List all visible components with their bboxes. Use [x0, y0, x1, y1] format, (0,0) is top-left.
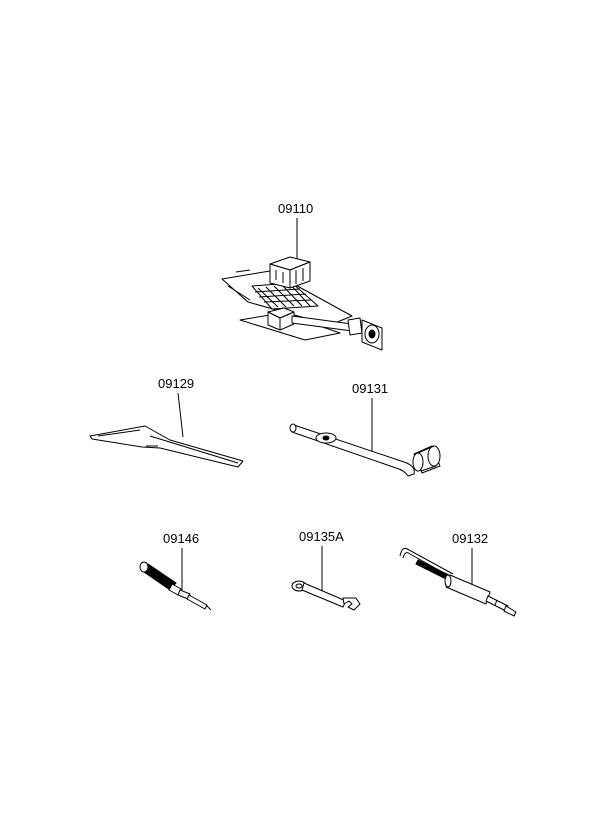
wheel-wrench-drawing — [289, 423, 441, 477]
part-spanner[interactable]: 09135A — [291, 529, 361, 611]
part-screwdriver[interactable]: 09146 — [139, 531, 212, 611]
spanner-drawing — [291, 580, 361, 611]
part-wheel-wrench[interactable]: 09131 — [289, 381, 441, 477]
jack-handle-drawing — [89, 425, 244, 468]
part-label-jack: 09110 — [278, 201, 313, 216]
part-label-spanner: 09135A — [299, 529, 344, 544]
part-label-jack-handle: 09129 — [158, 376, 194, 391]
screwdriver-drawing — [139, 561, 212, 611]
scissor-jack-drawing — [221, 256, 383, 351]
part-jack[interactable]: 09110 — [221, 201, 383, 351]
part-jack-handle[interactable]: 09129 — [89, 376, 244, 468]
hook-tool-drawing — [399, 548, 517, 617]
part-label-wheel-wrench: 09131 — [352, 381, 388, 396]
part-label-hook-tool: 09132 — [452, 531, 488, 546]
part-hook-tool[interactable]: 09132 — [399, 531, 517, 617]
part-label-screwdriver: 09146 — [163, 531, 199, 546]
leader-line-jack-handle — [177, 392, 184, 438]
